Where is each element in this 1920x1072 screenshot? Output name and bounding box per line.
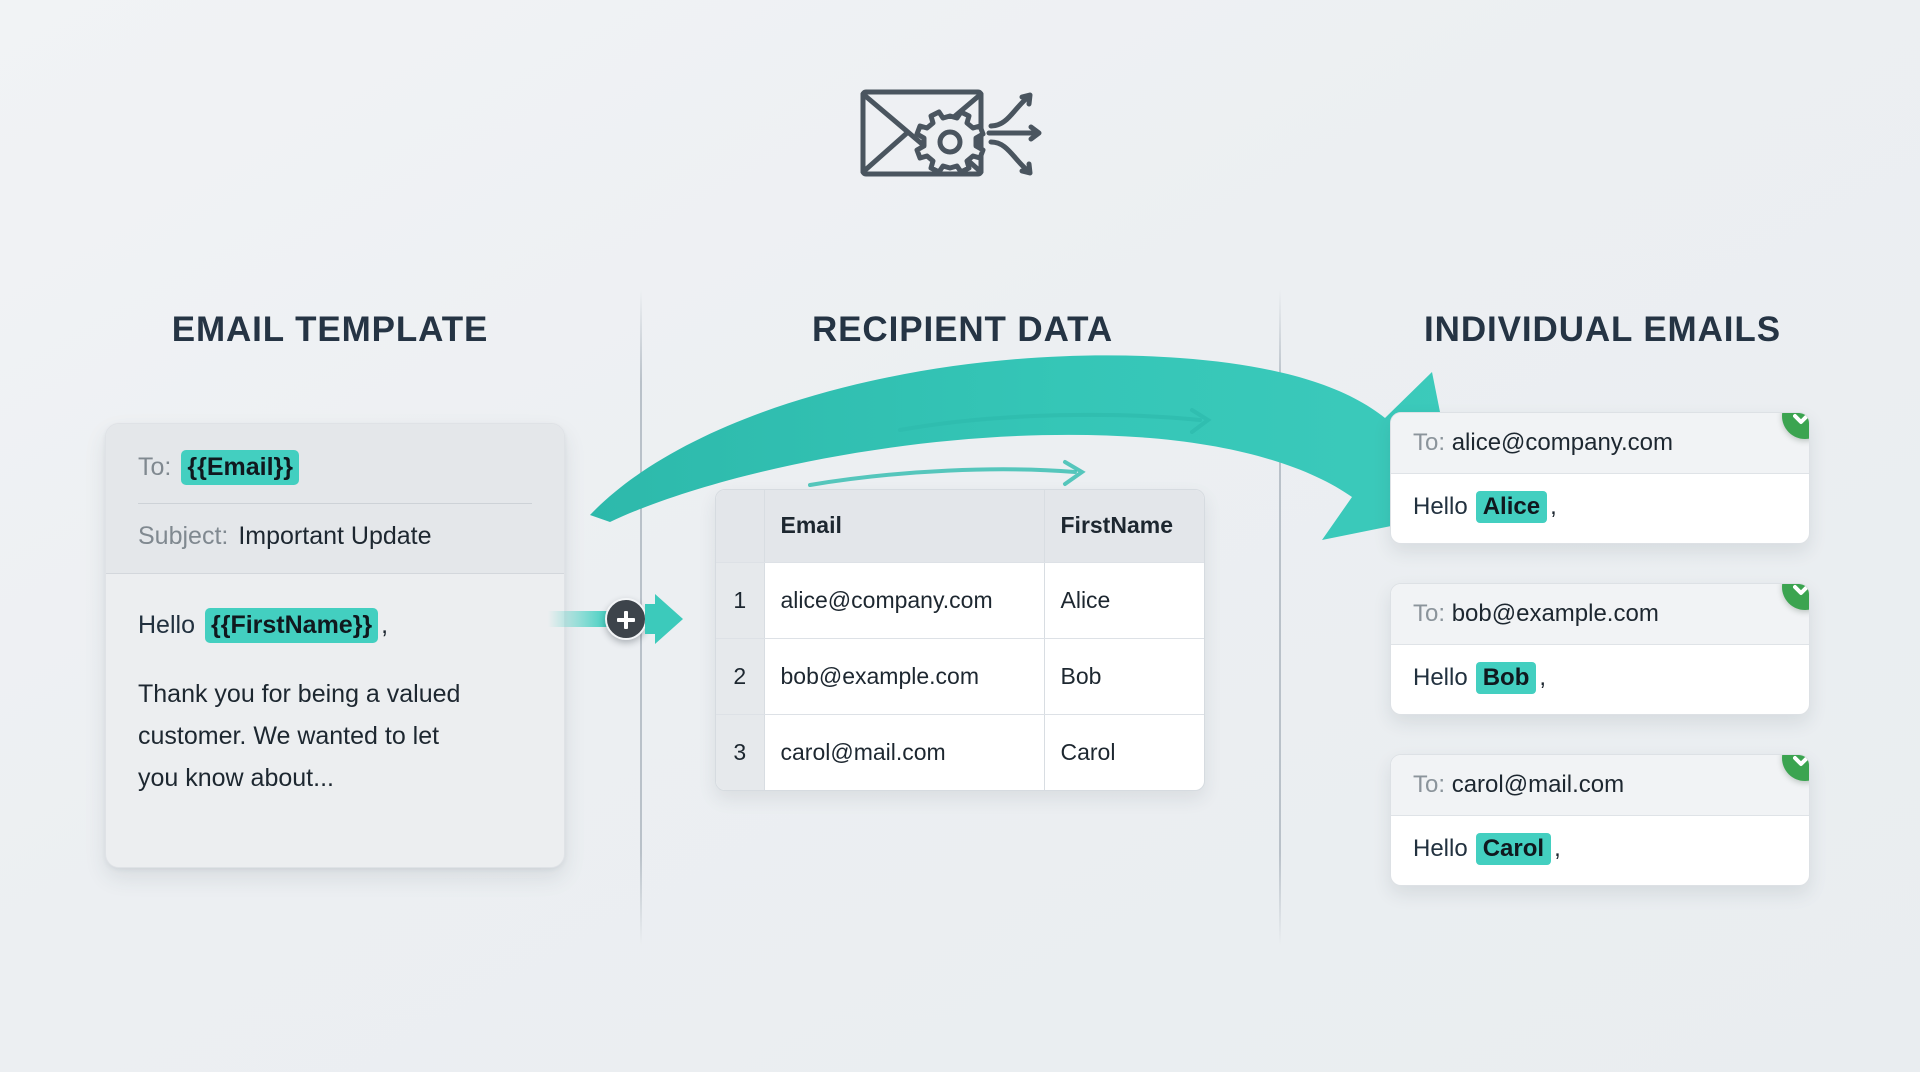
greeting-prefix: Hello xyxy=(1413,835,1468,862)
template-to-row: To: {{Email}} xyxy=(106,450,564,485)
output-email-card[interactable]: To: alice@company.com Hello Alice , xyxy=(1390,412,1810,544)
to-value: carol@mail.com xyxy=(1451,771,1625,798)
template-body-text: Thank you for being a valued customer. W… xyxy=(138,680,461,792)
cell-firstname: Bob xyxy=(1044,638,1204,715)
to-label: To: xyxy=(1413,600,1446,627)
output-to-row: To: carol@mail.com xyxy=(1391,755,1809,816)
arrow-right-icon xyxy=(645,594,683,644)
output-greeting: Hello Carol , xyxy=(1391,816,1809,885)
merge-connector xyxy=(548,586,683,652)
cell-firstname: Carol xyxy=(1060,738,1116,765)
template-header: To: {{Email}} Subject: Important Update xyxy=(106,424,564,574)
greeting-prefix: Hello xyxy=(1413,664,1468,691)
output-email-card[interactable]: To: carol@mail.com Hello Carol , xyxy=(1390,754,1810,886)
col-header-firstname: FirstName xyxy=(1044,490,1204,563)
to-label: To: xyxy=(1413,771,1446,798)
subject-value: Important Update xyxy=(238,522,432,550)
greeting-comma: , xyxy=(1550,493,1557,520)
col-header-index xyxy=(716,490,765,563)
col-header-email: Email xyxy=(764,490,1045,563)
column-title-email-template: EMAIL TEMPLATE xyxy=(171,310,489,349)
output-greeting: Hello Alice , xyxy=(1391,474,1809,543)
recipient-data-table[interactable]: Email FirstName 1 alice@company.com Alic… xyxy=(715,489,1205,791)
column-title-individual-emails: INDIVIDUAL EMAILS xyxy=(1424,310,1781,349)
to-label: To: xyxy=(138,453,172,481)
divider-right xyxy=(1279,290,1281,945)
merge-stub xyxy=(548,611,608,627)
email-gear-distribute-icon xyxy=(855,70,1065,190)
table-row[interactable]: 1 alice@company.com Alice xyxy=(716,562,1204,639)
check-circle-icon xyxy=(1782,413,1809,439)
row-index: 3 xyxy=(716,714,765,790)
output-to-row: To: alice@company.com xyxy=(1391,413,1809,474)
template-greeting: Hello {{FirstName}} , xyxy=(138,608,532,643)
cell-email: alice@company.com xyxy=(764,562,1045,639)
cell-email: bob@example.com xyxy=(764,638,1045,715)
merged-name: Carol xyxy=(1475,833,1552,865)
email-merge-token: {{Email}} xyxy=(181,450,299,485)
column-title-recipient-data: RECIPIENT DATA xyxy=(811,310,1114,349)
merged-name: Bob xyxy=(1475,662,1537,694)
template-subject-row: Subject: Important Update xyxy=(106,522,564,551)
to-value: bob@example.com xyxy=(1451,600,1659,627)
table-row[interactable]: 2 bob@example.com Bob xyxy=(716,638,1204,715)
output-to-row: To: bob@example.com xyxy=(1391,584,1809,645)
check-circle-icon xyxy=(1782,584,1809,610)
row-index: 2 xyxy=(716,638,765,715)
template-separator xyxy=(138,503,532,504)
row-index: 1 xyxy=(716,562,765,639)
cell-firstname: Alice xyxy=(1044,562,1204,639)
template-body: Hello {{FirstName}} , Thank you for bein… xyxy=(106,574,564,799)
greeting-comma: , xyxy=(1554,835,1561,862)
table-row[interactable]: 3 carol@mail.com Carol xyxy=(716,714,1204,790)
greeting-comma: , xyxy=(381,611,389,639)
firstname-merge-token: {{FirstName}} xyxy=(204,608,379,643)
to-label: To: xyxy=(1413,429,1446,456)
merge-flow-arrow xyxy=(590,355,1460,540)
table-header-row: Email FirstName xyxy=(716,490,1204,563)
greeting-prefix: Hello xyxy=(138,611,195,639)
merged-name: Alice xyxy=(1475,491,1548,523)
cell-email: carol@mail.com xyxy=(764,714,1045,790)
subject-label: Subject: xyxy=(138,522,229,550)
output-greeting: Hello Bob , xyxy=(1391,645,1809,714)
to-value: alice@company.com xyxy=(1451,429,1674,456)
output-email-card[interactable]: To: bob@example.com Hello Bob , xyxy=(1390,583,1810,715)
email-template-card[interactable]: To: {{Email}} Subject: Important Update … xyxy=(105,423,565,868)
greeting-prefix: Hello xyxy=(1413,493,1468,520)
greeting-comma: , xyxy=(1539,664,1547,691)
